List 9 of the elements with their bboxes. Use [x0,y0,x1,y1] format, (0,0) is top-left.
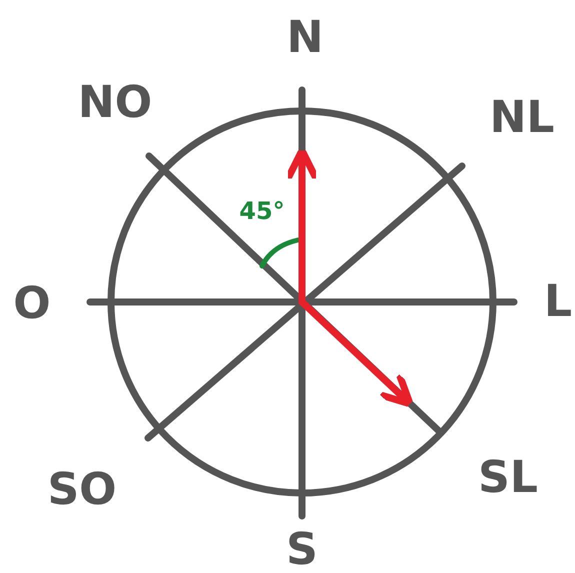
direction-label: S [286,528,318,572]
direction-label: O [13,282,51,326]
angle-label: 45° [239,199,285,223]
direction-label: L [544,280,572,324]
direction-label: NO [78,81,152,125]
direction-label: SO [47,468,117,512]
direction-label: SL [478,456,538,500]
direction-label: NL [490,96,554,140]
direction-label: N [286,16,324,60]
